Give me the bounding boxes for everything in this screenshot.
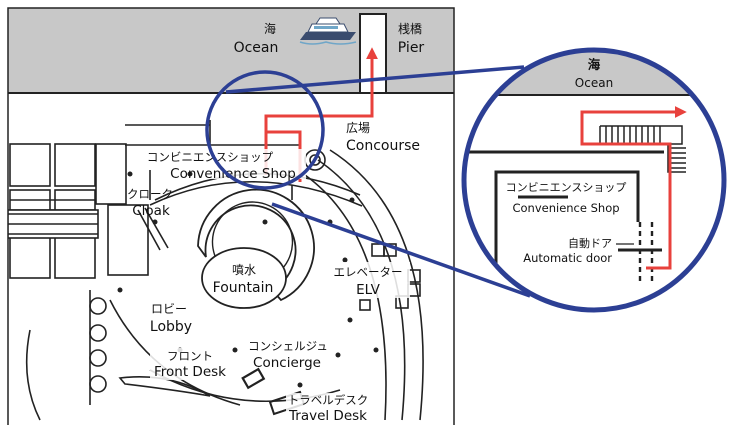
callout-line-top	[225, 65, 525, 94]
boat-icon	[299, 17, 357, 45]
convenience-shop-label-jp: コンビニエンスショップ	[147, 150, 274, 164]
main-labels: 海 Ocean 桟橋 Pier	[234, 21, 425, 56]
concierge-label-jp: コンシェルジュ	[248, 339, 328, 353]
main-labels-left: 広場 Concourse	[346, 121, 420, 154]
inset-door-labels: 自動ドア Automatic door	[523, 236, 612, 265]
fountain-basin	[201, 247, 287, 309]
inset-circle-border	[461, 47, 727, 313]
automatic-door	[638, 222, 654, 282]
fountain-outer	[197, 188, 315, 302]
concourse-label-en: Concourse	[346, 138, 420, 154]
travel-desk-label-en: Travel Desk	[288, 408, 367, 424]
elevator-label-en: ELV	[356, 282, 381, 298]
inset-walls	[466, 150, 664, 270]
automatic-door-label-jp: 自動ドア	[568, 236, 612, 250]
convenience-shop-label-en: Convenience Shop	[170, 166, 296, 182]
front-desk-label-jp: フロント	[167, 349, 213, 363]
sea-label-en: Ocean	[234, 40, 279, 56]
main-labels-center: コンビニエンスショップ Convenience Shop クローク Cloak …	[127, 149, 410, 424]
main-map: 海 Ocean 桟橋 Pier 広場 Concourse コンビニエンスショップ…	[7, 7, 455, 429]
automatic-door-label-en: Automatic door	[523, 251, 612, 265]
fountain-label-jp: 噴水	[232, 263, 256, 277]
callout: 海 Ocean コンビニエンスショップ Convenience Shop 自動ド…	[205, 47, 727, 313]
elevator-label-jp: エレベーター	[334, 265, 403, 279]
floor-plan	[8, 120, 424, 421]
route-inset	[580, 106, 687, 270]
inset-circle-bg	[464, 50, 724, 310]
fountain-label-en: Fountain	[213, 280, 274, 296]
pier-label-en: Pier	[398, 40, 425, 56]
callout-line-bottom	[271, 202, 531, 298]
inset-sea-label-jp: 海	[588, 57, 601, 72]
travel-desk-label-jp: トラベルデスク	[288, 393, 369, 407]
inset-sea-label-en: Ocean	[575, 76, 613, 90]
inset-convenience-shop-en: Convenience Shop	[512, 201, 619, 215]
sea-label-jp: 海	[264, 21, 276, 36]
concourse-label-jp: 広場	[346, 121, 370, 135]
pier-label-jp: 桟橋	[398, 22, 422, 36]
callout-small-circle	[205, 70, 325, 190]
front-desk-label-en: Front Desk	[154, 364, 226, 380]
lobby-label-jp: ロビー	[151, 302, 187, 316]
inset-labels: 海 Ocean コンビニエンスショップ Convenience Shop	[506, 57, 627, 215]
lobby-label-en: Lobby	[150, 319, 192, 335]
cloak-label-en: Cloak	[132, 203, 170, 219]
concierge-label-en: Concierge	[253, 355, 321, 371]
inset-convenience-shop-jp: コンビニエンスショップ	[506, 181, 627, 194]
sea-area	[8, 8, 454, 93]
cloak-label-jp: クローク	[127, 187, 173, 201]
